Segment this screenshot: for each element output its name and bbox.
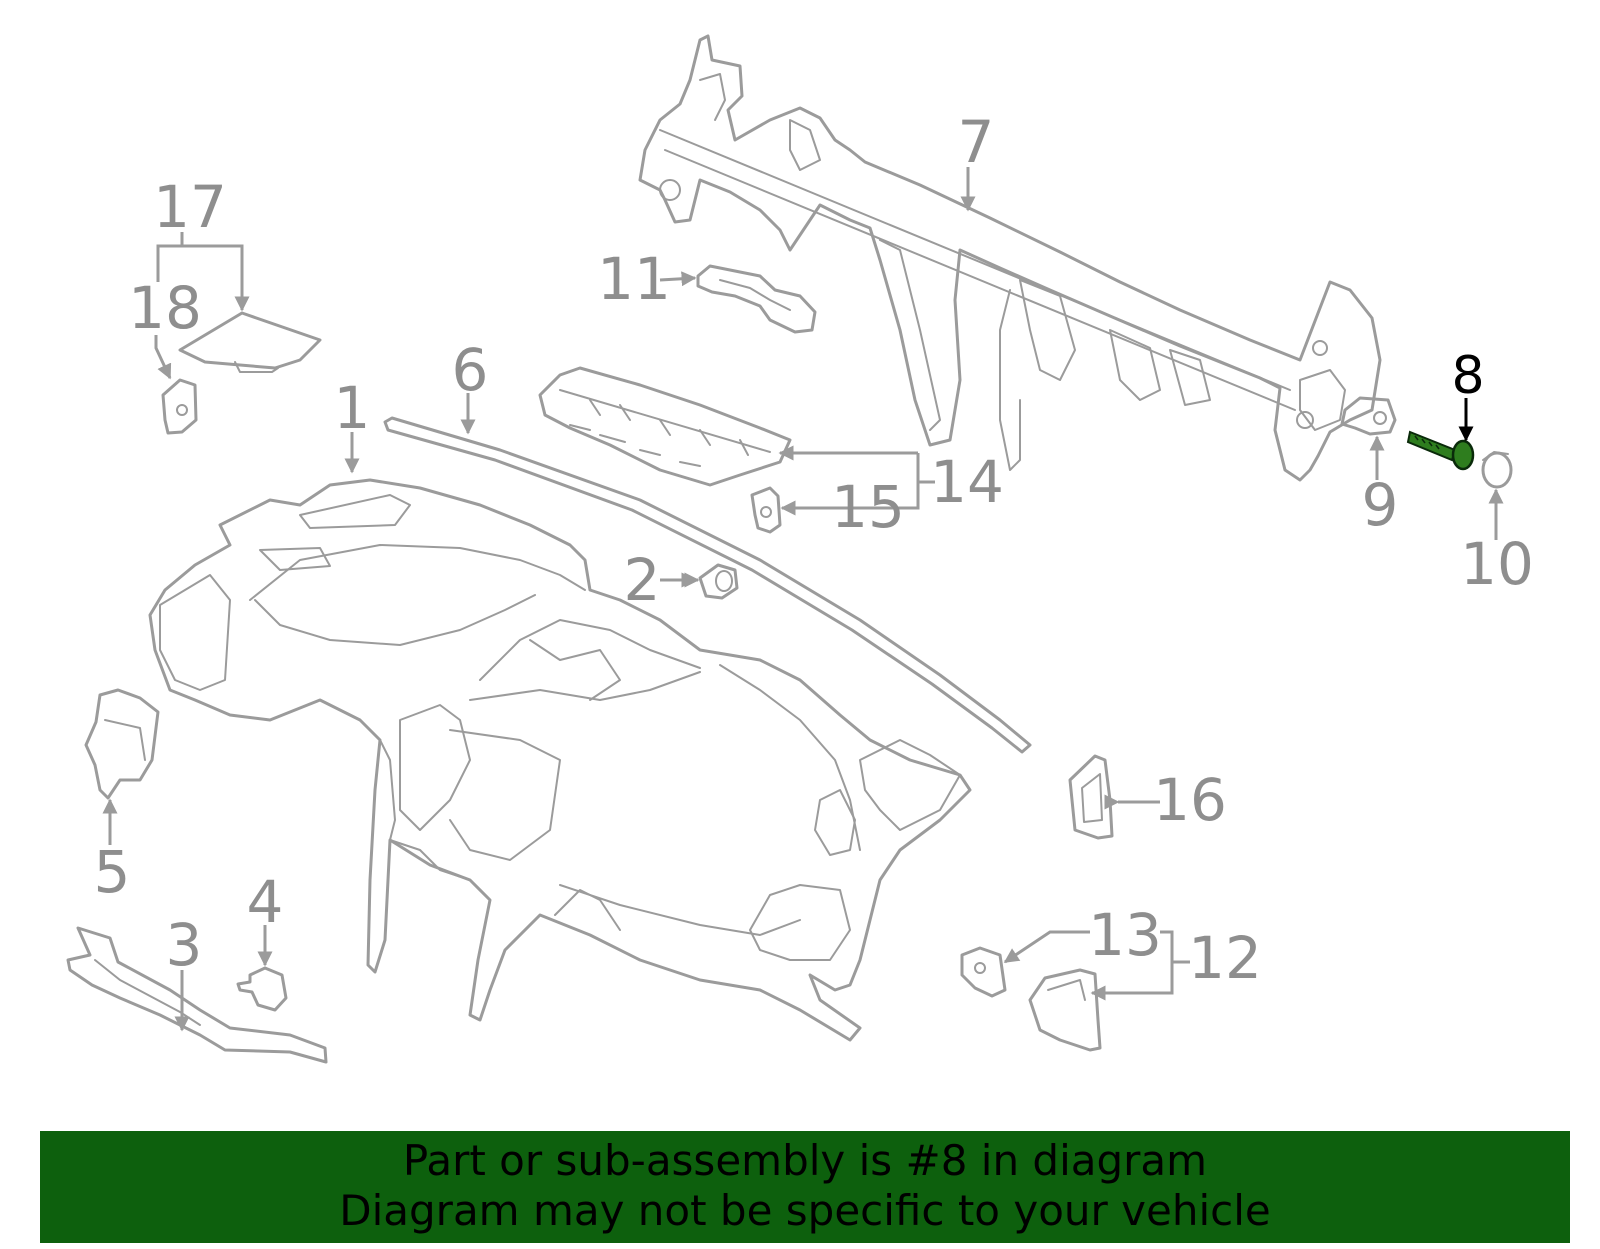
callout-5: 5 [94,838,131,906]
callout-1: 1 [334,374,371,442]
part-6-defroster-strip [383,416,1032,754]
callout-labels: 1 2 3 4 5 6 7 8 9 10 11 12 13 14 15 16 1… [94,108,1534,992]
part-10-cap [1481,451,1513,489]
banner-line-part: Part or sub-assembly is #8 in diagram [402,1136,1208,1185]
part-3-lower-bracket [66,926,328,1064]
part-17-cover [178,311,322,373]
callout-12: 12 [1188,924,1262,992]
callout-3: 3 [166,911,203,979]
part-1-instrument-panel [148,478,972,1042]
part-5-bracket [84,688,160,800]
leader-lines [102,167,1504,1032]
callout-14: 14 [930,448,1004,516]
callout-2: 2 [624,546,661,614]
callout-8: 8 [1451,346,1484,406]
info-banner: Part or sub-assembly is #8 in diagram Di… [40,1131,1570,1243]
callout-13: 13 [1088,901,1162,969]
callout-11: 11 [597,245,671,313]
callout-9: 9 [1362,471,1399,539]
part-11-bracket [696,264,817,334]
callout-18: 18 [128,274,202,342]
callout-17: 17 [153,173,227,241]
parts-diagram: 1 2 3 4 5 6 7 8 9 10 11 12 13 14 15 16 1… [66,34,1534,1064]
part-4-bracket [236,966,288,1012]
part-9-nut [1340,396,1397,436]
part-16-panel [1068,754,1114,840]
part-8-bolt-highlighted [1406,430,1475,471]
callout-16: 16 [1153,766,1227,834]
part-14-upper-panel [538,366,792,487]
callout-4: 4 [247,868,284,936]
part-18-clip [161,378,198,435]
callout-10: 10 [1460,530,1534,598]
callout-6: 6 [452,336,489,404]
part-7-reinforcement-beam [638,34,1382,482]
part-2-grommet [698,563,739,600]
callout-7: 7 [958,108,995,176]
banner-line-disclaimer: Diagram may not be specific to your vehi… [339,1186,1271,1235]
part-12-cover [1028,968,1102,1052]
part-13-clip [960,946,1007,998]
part-15-clip [750,486,782,534]
callout-15: 15 [831,473,905,541]
